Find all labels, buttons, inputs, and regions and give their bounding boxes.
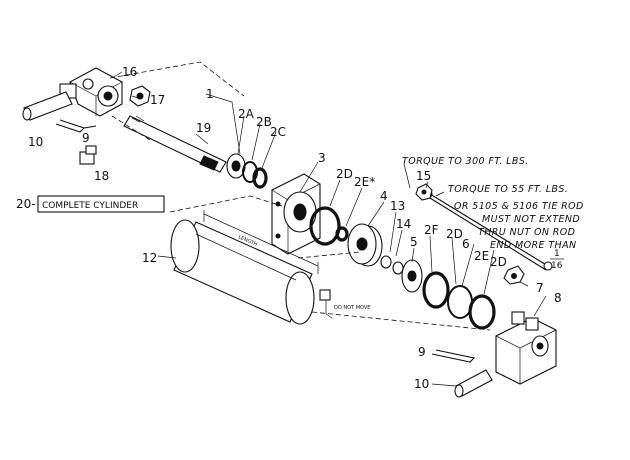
label-9-top: 9: [82, 131, 90, 145]
cylinder-barrel: [170, 219, 315, 325]
label-15: 15: [416, 169, 431, 183]
tie-rod-note-line-2: MUST NOT EXTEND: [482, 214, 580, 225]
piston-washer-14: [380, 255, 392, 269]
label-10-bottom: 10: [414, 377, 429, 391]
label-2a: 2A: [238, 107, 255, 121]
label-5: 5: [410, 235, 418, 249]
label-8: 8: [554, 291, 562, 305]
label-16: 16: [122, 65, 137, 79]
length-dimension: [203, 213, 319, 267]
piston: [347, 223, 383, 267]
grease-fitting-18: [79, 145, 97, 165]
label-10-top: 10: [28, 135, 43, 149]
rod-end-clevis: [59, 67, 123, 117]
label-19: 19: [196, 121, 211, 135]
label-2e-b: 2E: [474, 249, 489, 263]
label-2d-c: 2D: [490, 255, 507, 269]
do-not-move-label: DO NOT MOVE: [334, 305, 370, 311]
piston-seal-5: [401, 259, 423, 293]
rod-end-head: [271, 173, 321, 255]
cap-end: [495, 311, 557, 385]
tie-rod-note-line-1: OR 5105 & 5106 TIE ROD: [454, 201, 584, 212]
label-9-bottom: 9: [418, 345, 426, 359]
label-2b: 2B: [256, 115, 272, 129]
o-ring-2d-cap: [468, 294, 496, 330]
label-2d-b: 2D: [446, 227, 463, 241]
leader-lines: [111, 71, 547, 387]
label-20: 20-: [16, 197, 36, 211]
torque-55-note: TORQUE TO 55 FT. LBS.: [448, 184, 568, 195]
piston-seal-2f: [422, 271, 450, 309]
label-4: 4: [380, 189, 388, 203]
label-12: 12: [142, 251, 157, 265]
rod-seal-2c: [252, 167, 268, 189]
label-2f: 2F: [424, 223, 439, 237]
tie-rod-nut-7: [503, 265, 525, 285]
backup-ring-2e: [335, 226, 349, 242]
piston-nut-13: [392, 261, 404, 275]
label-2d-a: 2D: [336, 167, 353, 181]
wear-ring-6: [447, 285, 473, 319]
tie-rod-note-line-3: THRU NUT ON ROD: [478, 227, 575, 238]
cotter-pin-top: [55, 119, 97, 133]
cotter-pin-bottom: [431, 349, 476, 363]
tie-rod-nut-15: [415, 183, 433, 201]
label-14: 14: [396, 217, 411, 231]
piston-rod: [123, 115, 227, 173]
o-ring-2d-head: [309, 206, 341, 246]
label-2c: 2C: [270, 125, 286, 139]
tie-rod-note-line-4: END MORE THAN: [490, 240, 577, 251]
complete-cylinder-label: COMPLETE CYLINDER: [42, 201, 138, 211]
label-7: 7: [536, 281, 544, 295]
label-1: 1: [206, 87, 214, 101]
label-18: 18: [94, 169, 109, 183]
label-2e-star: 2E*: [354, 175, 375, 189]
clevis-pin-top: [22, 91, 73, 121]
label-13: 13: [390, 199, 405, 213]
label-6: 6: [462, 237, 470, 251]
fraction-numerator: 1: [554, 249, 560, 259]
label-17: 17: [150, 93, 165, 107]
fraction-denominator: 16: [551, 261, 563, 271]
clevis-pin-bottom: [454, 369, 493, 398]
label-3: 3: [318, 151, 326, 165]
torque-300-note: TORQUE TO 300 FT. LBS.: [402, 156, 529, 167]
complete-cylinder-box: [37, 195, 165, 213]
jam-nut-17: [129, 85, 151, 107]
